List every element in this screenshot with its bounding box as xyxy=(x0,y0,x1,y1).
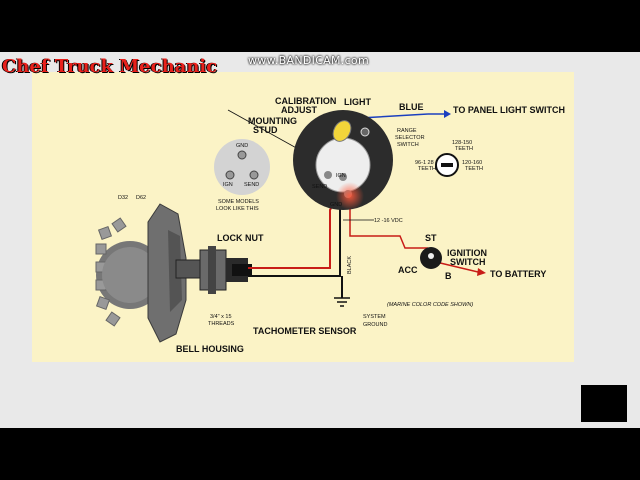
system-ground-symbol xyxy=(334,297,350,307)
label-r1a: 128-150 xyxy=(452,140,472,146)
diagram-slide xyxy=(32,72,574,362)
gauge-ign: IGN xyxy=(336,173,346,179)
label-r1b: TEETH xyxy=(455,146,473,152)
label-mounting-1: MOUNTING xyxy=(248,116,297,126)
label-ignition-2: SWITCH xyxy=(450,257,486,267)
label-tach-sensor: TACHOMETER SENSOR xyxy=(253,326,357,336)
label-mounting-2: STUD xyxy=(253,125,278,135)
label-range-1: RANGE xyxy=(397,128,417,134)
label-sysground-1: SYSTEM xyxy=(363,314,386,320)
tachometer-gauge xyxy=(293,110,393,210)
label-threads-2: THREADS xyxy=(208,321,235,327)
label-calibration-2: ADJUST xyxy=(281,105,318,115)
label-blue: BLUE xyxy=(399,102,424,112)
label-acc: ACC xyxy=(398,265,418,275)
alt-terminal-block xyxy=(214,139,270,195)
label-models-2: LOOK LIKE THIS xyxy=(216,206,259,212)
label-sysground-2: GROUND xyxy=(363,322,387,328)
label-models-1: SOME MODELS xyxy=(218,199,259,205)
label-d32: D32 xyxy=(118,195,128,201)
label-d62: D62 xyxy=(136,195,146,201)
bell-housing xyxy=(147,203,187,343)
label-r2a: 96-1 28 xyxy=(415,160,434,166)
corner-box[interactable] xyxy=(581,385,627,422)
label-bell-housing: BELL HOUSING xyxy=(176,344,244,354)
alt-send: SEND xyxy=(244,182,259,188)
label-range-2: SELECTOR xyxy=(395,135,425,141)
gauge-gnd: GND xyxy=(330,202,342,208)
label-r3b: TEETH xyxy=(465,166,483,172)
label-b: B xyxy=(445,271,452,281)
label-light: LIGHT xyxy=(344,97,371,107)
recorder-watermark: www.BANDICAM.com xyxy=(248,54,369,67)
label-st: ST xyxy=(425,233,437,243)
gauge-send: SEND xyxy=(312,184,327,190)
label-r2b: TEETH xyxy=(418,166,436,172)
tachometer-sensor xyxy=(175,246,252,294)
label-marine: (MARINE COLOR CODE SHOWN) xyxy=(387,302,473,308)
label-range-3: SWITCH xyxy=(397,142,419,148)
channel-name: Chef Truck Mechanic xyxy=(2,56,218,77)
range-selector-switch xyxy=(435,153,459,177)
label-panel-light: TO PANEL LIGHT SWITCH xyxy=(453,105,565,115)
label-black: BLACK xyxy=(347,256,353,274)
alt-ign: IGN xyxy=(223,182,233,188)
flywheel-gear xyxy=(95,217,164,327)
label-lock-nut: LOCK NUT xyxy=(217,233,264,243)
label-ignition-1: IGNITION xyxy=(447,248,487,258)
label-threads-1: 3/4" x 15 xyxy=(210,314,232,320)
video-frame xyxy=(0,52,640,428)
label-vdc: 12 -16 VDC xyxy=(374,218,403,224)
label-battery: TO BATTERY xyxy=(490,269,546,279)
ignition-switch xyxy=(420,247,442,269)
alt-gnd: GND xyxy=(236,143,248,149)
label-calibration-1: CALIBRATION xyxy=(275,96,336,106)
label-r3a: 120-160 xyxy=(462,160,482,166)
